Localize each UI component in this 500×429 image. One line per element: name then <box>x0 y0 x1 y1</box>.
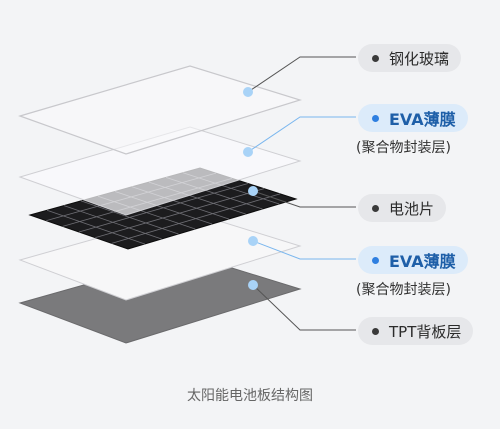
label-eva-top-text: EVA薄膜 <box>389 110 456 129</box>
leader-line-eva-top <box>243 116 356 157</box>
leader-line-backsheet <box>248 280 356 331</box>
label-cells-text: 电池片 <box>389 199 435 218</box>
leader-line-eva-bottom <box>248 236 356 260</box>
leader-line-glass <box>243 56 356 97</box>
bullet-icon <box>372 327 379 335</box>
diagram-caption: 太阳能电池板结构图 <box>187 388 313 404</box>
layer-glass <box>18 65 303 155</box>
label-eva-bottom: EVA薄膜 <box>358 246 468 274</box>
label-eva-top: EVA薄膜 <box>358 104 468 132</box>
leader-line-cells <box>248 186 356 208</box>
bullet-icon <box>372 54 379 62</box>
bullet-icon <box>372 114 379 122</box>
label-backsheet: TPT背板层 <box>358 317 474 345</box>
label-glass: 钢化玻璃 <box>358 44 462 72</box>
bullet-icon <box>372 256 379 264</box>
label-backsheet-text: TPT背板层 <box>389 322 462 341</box>
label-eva-bottom-text: EVA薄膜 <box>389 252 456 271</box>
label-eva-top-sub: (聚合物封装层) <box>356 140 451 156</box>
bullet-icon <box>372 204 379 212</box>
label-eva-bottom-sub: (聚合物封装层) <box>356 282 451 298</box>
label-cells: 电池片 <box>358 194 447 222</box>
label-glass-text: 钢化玻璃 <box>389 49 450 68</box>
